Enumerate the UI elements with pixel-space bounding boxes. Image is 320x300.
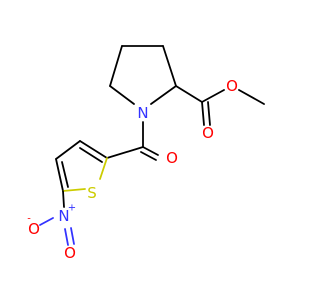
bond-carbonyl-c-o-2	[140, 151, 157, 161]
atom-o-ester-single: O	[226, 77, 238, 95]
bond-ester-c-o-double-1	[201, 101, 205, 126]
bond-c2-ester-c	[175, 85, 203, 103]
bond-n-o-minus	[39, 217, 54, 226]
thiophene-ring	[55, 140, 108, 192]
bond-c4-c5	[109, 45, 123, 87]
bond-c3-c4	[55, 140, 81, 160]
bond-n-o-double-1	[64, 228, 69, 246]
bond-c5-n	[109, 85, 135, 105]
molecule-structure-diagram: N O S N + O - O O O	[27, 45, 265, 262]
amide-carbonyl	[106, 121, 159, 161]
bond-c5-n-nitro	[62, 190, 65, 208]
atom-o-ester-double: O	[202, 124, 214, 142]
bond-c3-c2	[162, 45, 177, 87]
bond-o-methyl	[238, 89, 265, 105]
atom-o-nitro-minus: O	[28, 220, 40, 238]
atom-o-carbonyl: O	[166, 149, 178, 167]
bond-c4-c5	[55, 158, 64, 192]
atom-s-thiophene: S	[87, 184, 97, 202]
charge-n-nitro: +	[68, 203, 76, 214]
atom-n-ring: N	[137, 104, 148, 122]
pyrrolidine-ring	[109, 45, 177, 105]
bond-ester-c-o-double-2	[207, 101, 211, 126]
methyl-ester	[175, 85, 265, 126]
bond-carbonyl-c-thiophene-c2	[106, 146, 144, 159]
bond-c5-s	[62, 188, 86, 192]
bond-n-o-double-2	[70, 227, 75, 245]
atom-o-nitro-double: O	[64, 244, 76, 262]
charge-o-nitro-minus: -	[27, 214, 31, 225]
bond-c2-n	[150, 85, 177, 105]
bond-carbonyl-c-o-1	[142, 146, 159, 156]
atom-n-nitro: N	[58, 207, 69, 225]
bond-c2-c3	[79, 140, 108, 159]
bond-s-c2	[99, 157, 108, 180]
bond-c4-c5-double	[61, 161, 69, 188]
bond-c2-c3-double	[79, 147, 103, 163]
bond-ester-c-o-single	[201, 89, 225, 103]
nitro-group	[39, 190, 75, 246]
